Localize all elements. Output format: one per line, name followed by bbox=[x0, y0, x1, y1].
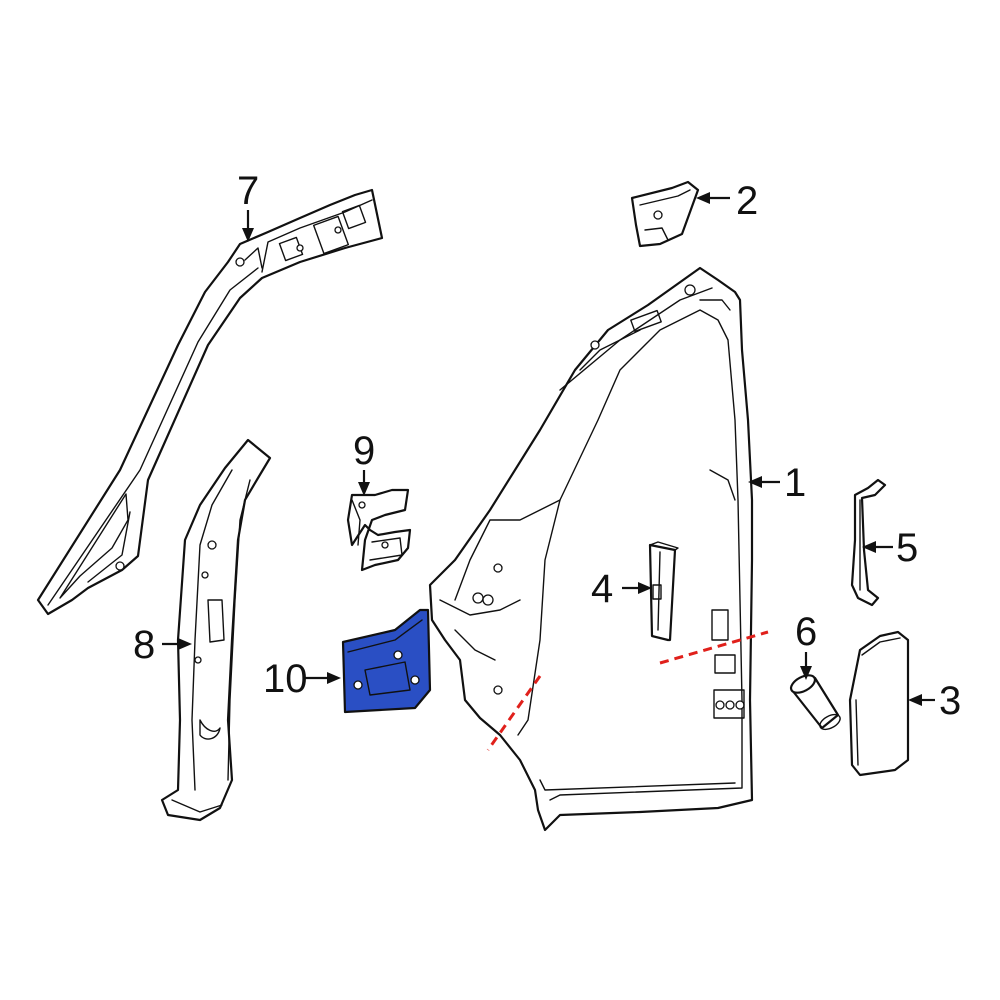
part-10-lower-panel-highlighted[interactable] bbox=[341, 608, 432, 714]
part-7-a-pillar-rail[interactable] bbox=[36, 188, 384, 616]
leader-lines bbox=[162, 192, 935, 706]
part-3-cover-pad[interactable] bbox=[848, 630, 910, 777]
callout-1: 1 bbox=[784, 461, 806, 505]
callout-labels: 1 2 3 4 5 6 7 8 9 10 bbox=[133, 169, 961, 723]
part-6-bushing[interactable] bbox=[788, 672, 842, 733]
part-4-strip[interactable] bbox=[648, 541, 679, 642]
part-1-door-frame[interactable] bbox=[428, 266, 754, 832]
part-8-lower-a-pillar[interactable] bbox=[160, 438, 272, 822]
callout-2: 2 bbox=[736, 179, 758, 223]
callout-7: 7 bbox=[237, 169, 259, 213]
cut-line-left bbox=[486, 675, 542, 751]
callout-4: 4 bbox=[591, 567, 613, 611]
cut-lines bbox=[486, 630, 769, 751]
part-10-fill bbox=[341, 608, 432, 714]
callout-8: 8 bbox=[133, 623, 155, 667]
callout-10: 10 bbox=[263, 657, 308, 701]
part-5-wire-bracket[interactable] bbox=[850, 478, 887, 607]
callout-9: 9 bbox=[353, 429, 375, 473]
callout-3: 3 bbox=[939, 679, 961, 723]
callout-6: 6 bbox=[795, 610, 817, 654]
callout-5: 5 bbox=[896, 526, 918, 570]
part-2-upper-bracket[interactable] bbox=[630, 180, 700, 248]
cut-line-right bbox=[659, 630, 769, 665]
part-9-bracket[interactable] bbox=[346, 488, 412, 572]
